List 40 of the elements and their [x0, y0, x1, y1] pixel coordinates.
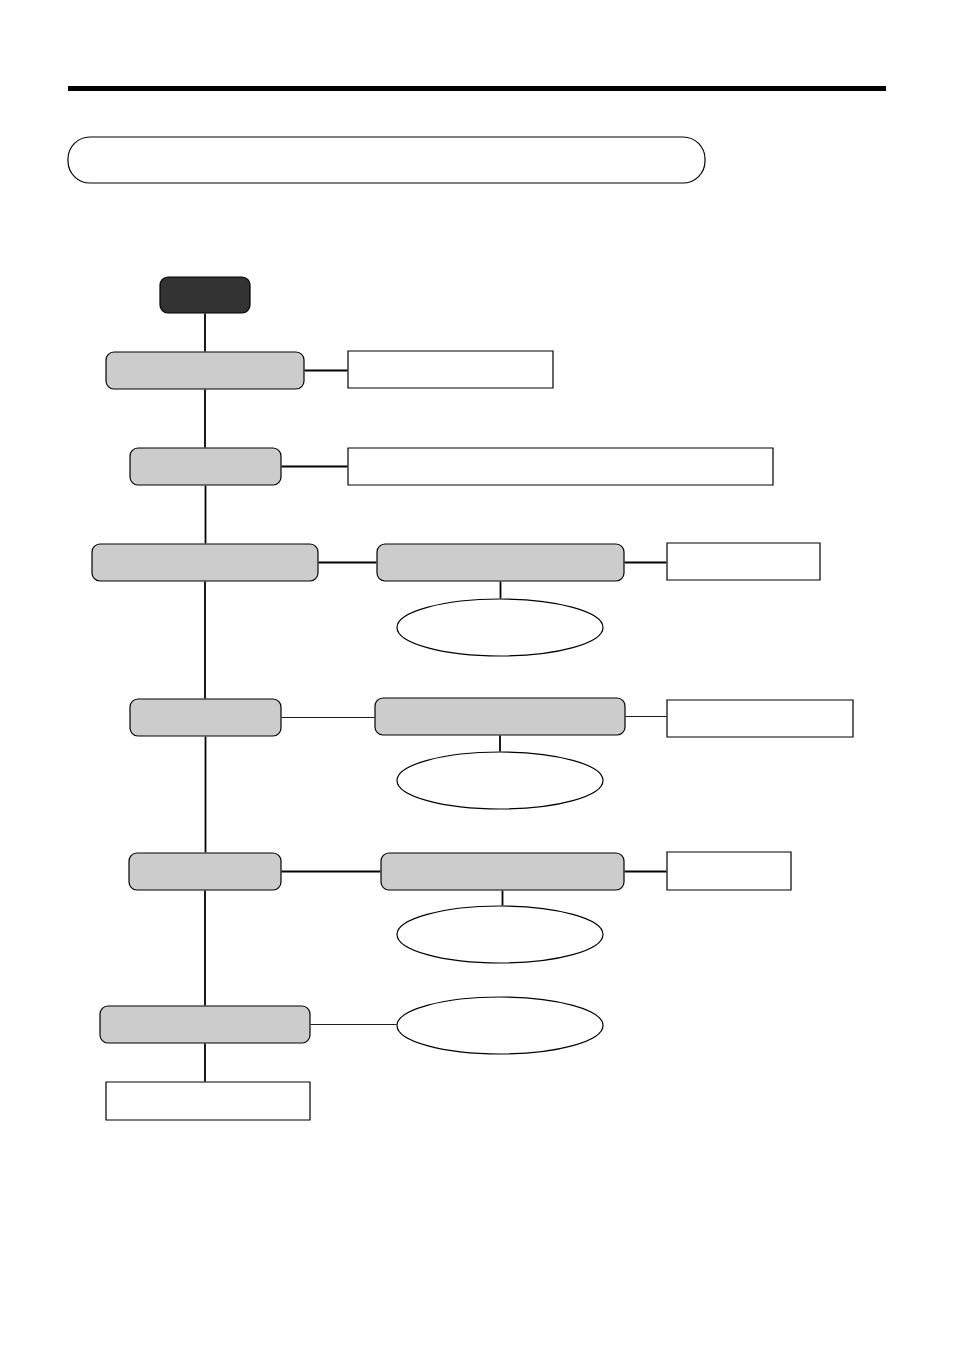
rounded-box — [159, 276, 251, 314]
connector-line — [625, 716, 667, 717]
connector-line — [499, 734, 501, 753]
connector-line — [499, 580, 502, 600]
connector-line — [204, 388, 206, 449]
rounded-box — [380, 852, 625, 891]
connector-line — [280, 870, 382, 873]
connector-line — [281, 717, 375, 718]
ellipse — [396, 996, 604, 1055]
rectangle-box — [105, 1081, 311, 1121]
rounded-box — [105, 351, 305, 390]
rectangle-box — [666, 851, 792, 891]
rounded-box — [99, 1005, 311, 1044]
rectangle-box — [347, 350, 554, 389]
rounded-box — [129, 447, 282, 486]
rounded-box — [129, 698, 282, 737]
connector-line — [623, 870, 668, 873]
connector-line — [501, 889, 504, 907]
connector-line — [204, 1042, 206, 1083]
rounded-banner — [67, 136, 706, 184]
rounded-box — [128, 852, 282, 891]
connector-line — [303, 369, 349, 372]
connector-line — [204, 312, 206, 353]
rounded-box — [91, 543, 319, 582]
rectangle-box — [347, 447, 774, 486]
connector-line — [204, 735, 207, 854]
connector-line — [310, 1024, 397, 1025]
connector-line — [204, 889, 206, 1007]
connector-line — [280, 465, 349, 468]
connector-line — [623, 561, 668, 564]
ellipse — [396, 598, 604, 657]
ellipse — [396, 905, 604, 964]
connector-line — [204, 580, 206, 700]
rectangle-box — [666, 542, 821, 581]
rounded-box — [376, 543, 625, 582]
connector-line — [317, 561, 378, 564]
ellipse — [396, 751, 604, 810]
rectangle-box — [666, 699, 854, 738]
rounded-box — [374, 697, 626, 736]
connector-line — [204, 484, 207, 545]
